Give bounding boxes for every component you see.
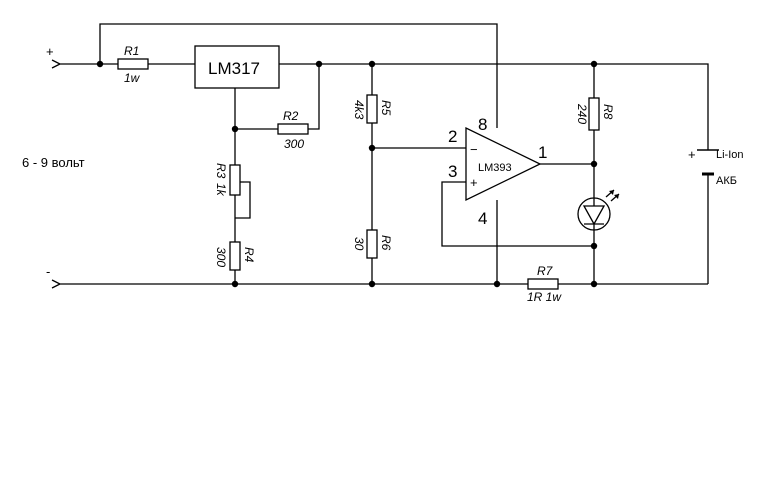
junction-dot [590, 280, 598, 288]
resistor-r5: R5 4k3 [352, 94, 393, 124]
junction-dot [231, 280, 239, 288]
comparator-lm393: LM393 − + 2 3 8 4 1 [448, 115, 547, 228]
junction-dot [315, 60, 323, 68]
r2-value: 300 [284, 137, 304, 151]
potentiometer-r3: R3 1k [214, 163, 244, 197]
r1-name: R1 [124, 44, 139, 58]
pin-8-label: 8 [478, 115, 487, 134]
r5-name: R5 [379, 100, 393, 116]
junction-dot [368, 60, 376, 68]
r6-name: R6 [379, 235, 393, 251]
pin-3-label: 3 [448, 162, 457, 181]
r3-value: 1k [214, 183, 228, 197]
resistor-r8: R8 240 [575, 97, 615, 131]
resistor-r2: R2 300 [277, 109, 309, 151]
r8-value: 240 [575, 103, 589, 124]
r5-value: 4k3 [352, 100, 366, 120]
junction-dot [590, 242, 598, 250]
junction-dot [368, 280, 376, 288]
supply-minus-label: - [46, 264, 50, 279]
junction-dot [590, 160, 598, 168]
comparator-minus-sign: − [470, 142, 478, 157]
junctions [96, 60, 598, 288]
r6-value: 30 [352, 237, 366, 251]
supply-plus-label: + [46, 44, 54, 59]
resistor-r4: R4 300 [214, 241, 256, 271]
battery-plus-label: + [688, 147, 696, 162]
wires [51, 23, 709, 289]
supply-voltage-label: 6 - 9 вольт [22, 155, 85, 170]
battery-type-label: Li-Ion [716, 149, 744, 161]
resistor-r1: R1 1w [117, 44, 149, 85]
r4-name: R4 [242, 247, 256, 263]
r7-name: R7 [537, 264, 554, 278]
battery-cell: + Li-Ion АКБ [688, 147, 744, 187]
led-icon [577, 189, 620, 231]
resistor-r7: R7 1R 1w [527, 264, 562, 304]
junction-dot [493, 280, 501, 288]
junction-dot [590, 60, 598, 68]
r8-name: R8 [601, 104, 615, 120]
r7-value: 1R 1w [527, 290, 562, 304]
comparator-plus-sign: + [470, 175, 478, 190]
resistor-r6: R6 30 [352, 229, 393, 259]
junction-dot [368, 144, 376, 152]
r1-value: 1w [124, 71, 141, 85]
comparator-name: LM393 [478, 162, 512, 174]
regulator-lm317: LM317 [194, 45, 280, 89]
battery-label: АКБ [716, 175, 737, 187]
junction-dot [96, 60, 104, 68]
r3-name: R3 [214, 163, 228, 179]
regulator-name: LM317 [208, 59, 260, 78]
r4-value: 300 [214, 247, 228, 267]
pin-2-label: 2 [448, 127, 457, 146]
pin-4-label: 4 [478, 209, 487, 228]
junction-dot [231, 125, 239, 133]
r2-name: R2 [283, 109, 299, 123]
pin-1-label: 1 [538, 143, 547, 162]
